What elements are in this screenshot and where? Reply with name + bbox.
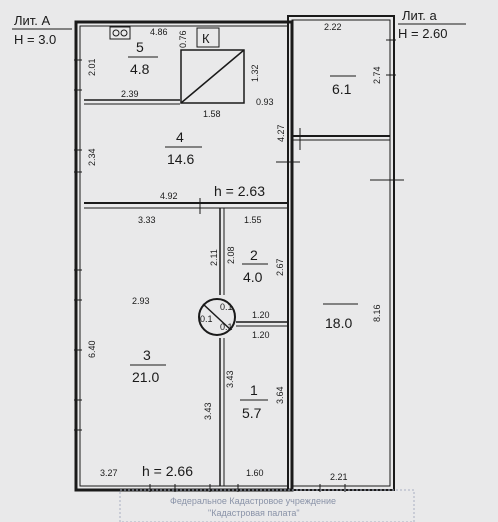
dimension-labels: 4.86 0.76 2.01 1.32 2.39 1.58 0.93 2.34 … [87,22,382,482]
dim-label: 3.43 [225,370,235,388]
room-2-number: 2 [250,247,258,263]
stove-label: К [202,31,210,46]
dim-label: 0.1 [200,314,213,324]
dim-label: 8.16 [372,304,382,322]
room-3: 3 21.0 [130,347,166,385]
floor-height-lower: h = 2.66 [142,463,193,479]
stove-diagonal [180,49,245,104]
stove-block [180,49,245,104]
dim-label: 2.74 [372,66,382,84]
stove-label-box [196,27,220,48]
heater-diagonal [202,303,232,331]
dim-label: 0.76 [178,30,188,48]
dim-label: 4.27 [276,124,286,142]
heater-circle [198,298,236,336]
room-annex-lower: 18.0 [323,303,358,331]
room-1-area: 5.7 [242,405,262,421]
room-annex-lower-area: 18.0 [325,315,352,331]
dim-label: 1.58 [203,109,221,119]
dim-label: 2.22 [324,22,342,32]
annex-inner-outline [291,19,391,487]
litera-annex-height: H = 2.60 [398,26,448,41]
dim-label: 0.93 [256,97,274,107]
gas-stove-icon [109,26,131,40]
litera-main-name: Лит. А [14,13,51,28]
dim-label: 4.86 [150,27,168,37]
stamp-line1: Федеральное Кадастровое учреждение [170,496,336,506]
room-3-area: 21.0 [132,369,159,385]
dim-label: 2.11 [209,249,219,266]
litera-annex-name: Лит. а [402,8,438,23]
dim-label: 2.67 [275,258,285,276]
dim-label: 3.64 [275,386,285,404]
dim-label: 0.1 [220,302,233,312]
room-2: 2 4.0 [242,247,268,285]
dim-label: 2.34 [87,148,97,166]
dim-label: 0.1 [220,322,233,332]
floor-height-upper: h = 2.63 [214,183,265,199]
dim-label: 2.39 [121,89,139,99]
room-annex-upper-area: 6.1 [332,81,352,97]
room-1-number: 1 [250,382,258,398]
room-5: 5 4.8 [128,39,158,77]
dim-label: 3.33 [138,215,156,225]
room-2-area: 4.0 [243,269,263,285]
room-5-number: 5 [136,39,144,55]
cadastral-stamp: Федеральное Кадастровое учреждение "Када… [119,489,415,522]
dim-label: 2.01 [87,58,97,76]
dim-label: 1.60 [246,468,264,478]
dim-label: 1.20 [252,330,270,340]
dim-label: 3.27 [100,468,118,478]
dim-label: 4.92 [160,191,178,201]
dim-label: 3.43 [203,402,213,420]
room-annex-upper: 6.1 [330,75,356,97]
dim-label: 1.32 [250,64,260,82]
dim-label: 6.40 [87,340,97,358]
dim-label: 1.55 [244,215,262,225]
litera-main-height: H = 3.0 [14,32,56,47]
room-4: 4 14.6 [165,129,202,167]
room-5-area: 4.8 [130,61,150,77]
room-1: 1 5.7 [240,382,268,421]
windows [74,39,404,492]
dim-label: 2.21 [330,472,348,482]
dim-label: 1.20 [252,310,270,320]
dim-label: 2.08 [226,246,236,264]
room-3-number: 3 [143,347,151,363]
room-4-area: 14.6 [167,151,194,167]
dim-label: 2.93 [132,296,150,306]
stamp-line2: "Кадастровая палата" [208,508,300,518]
room-4-number: 4 [176,129,184,145]
